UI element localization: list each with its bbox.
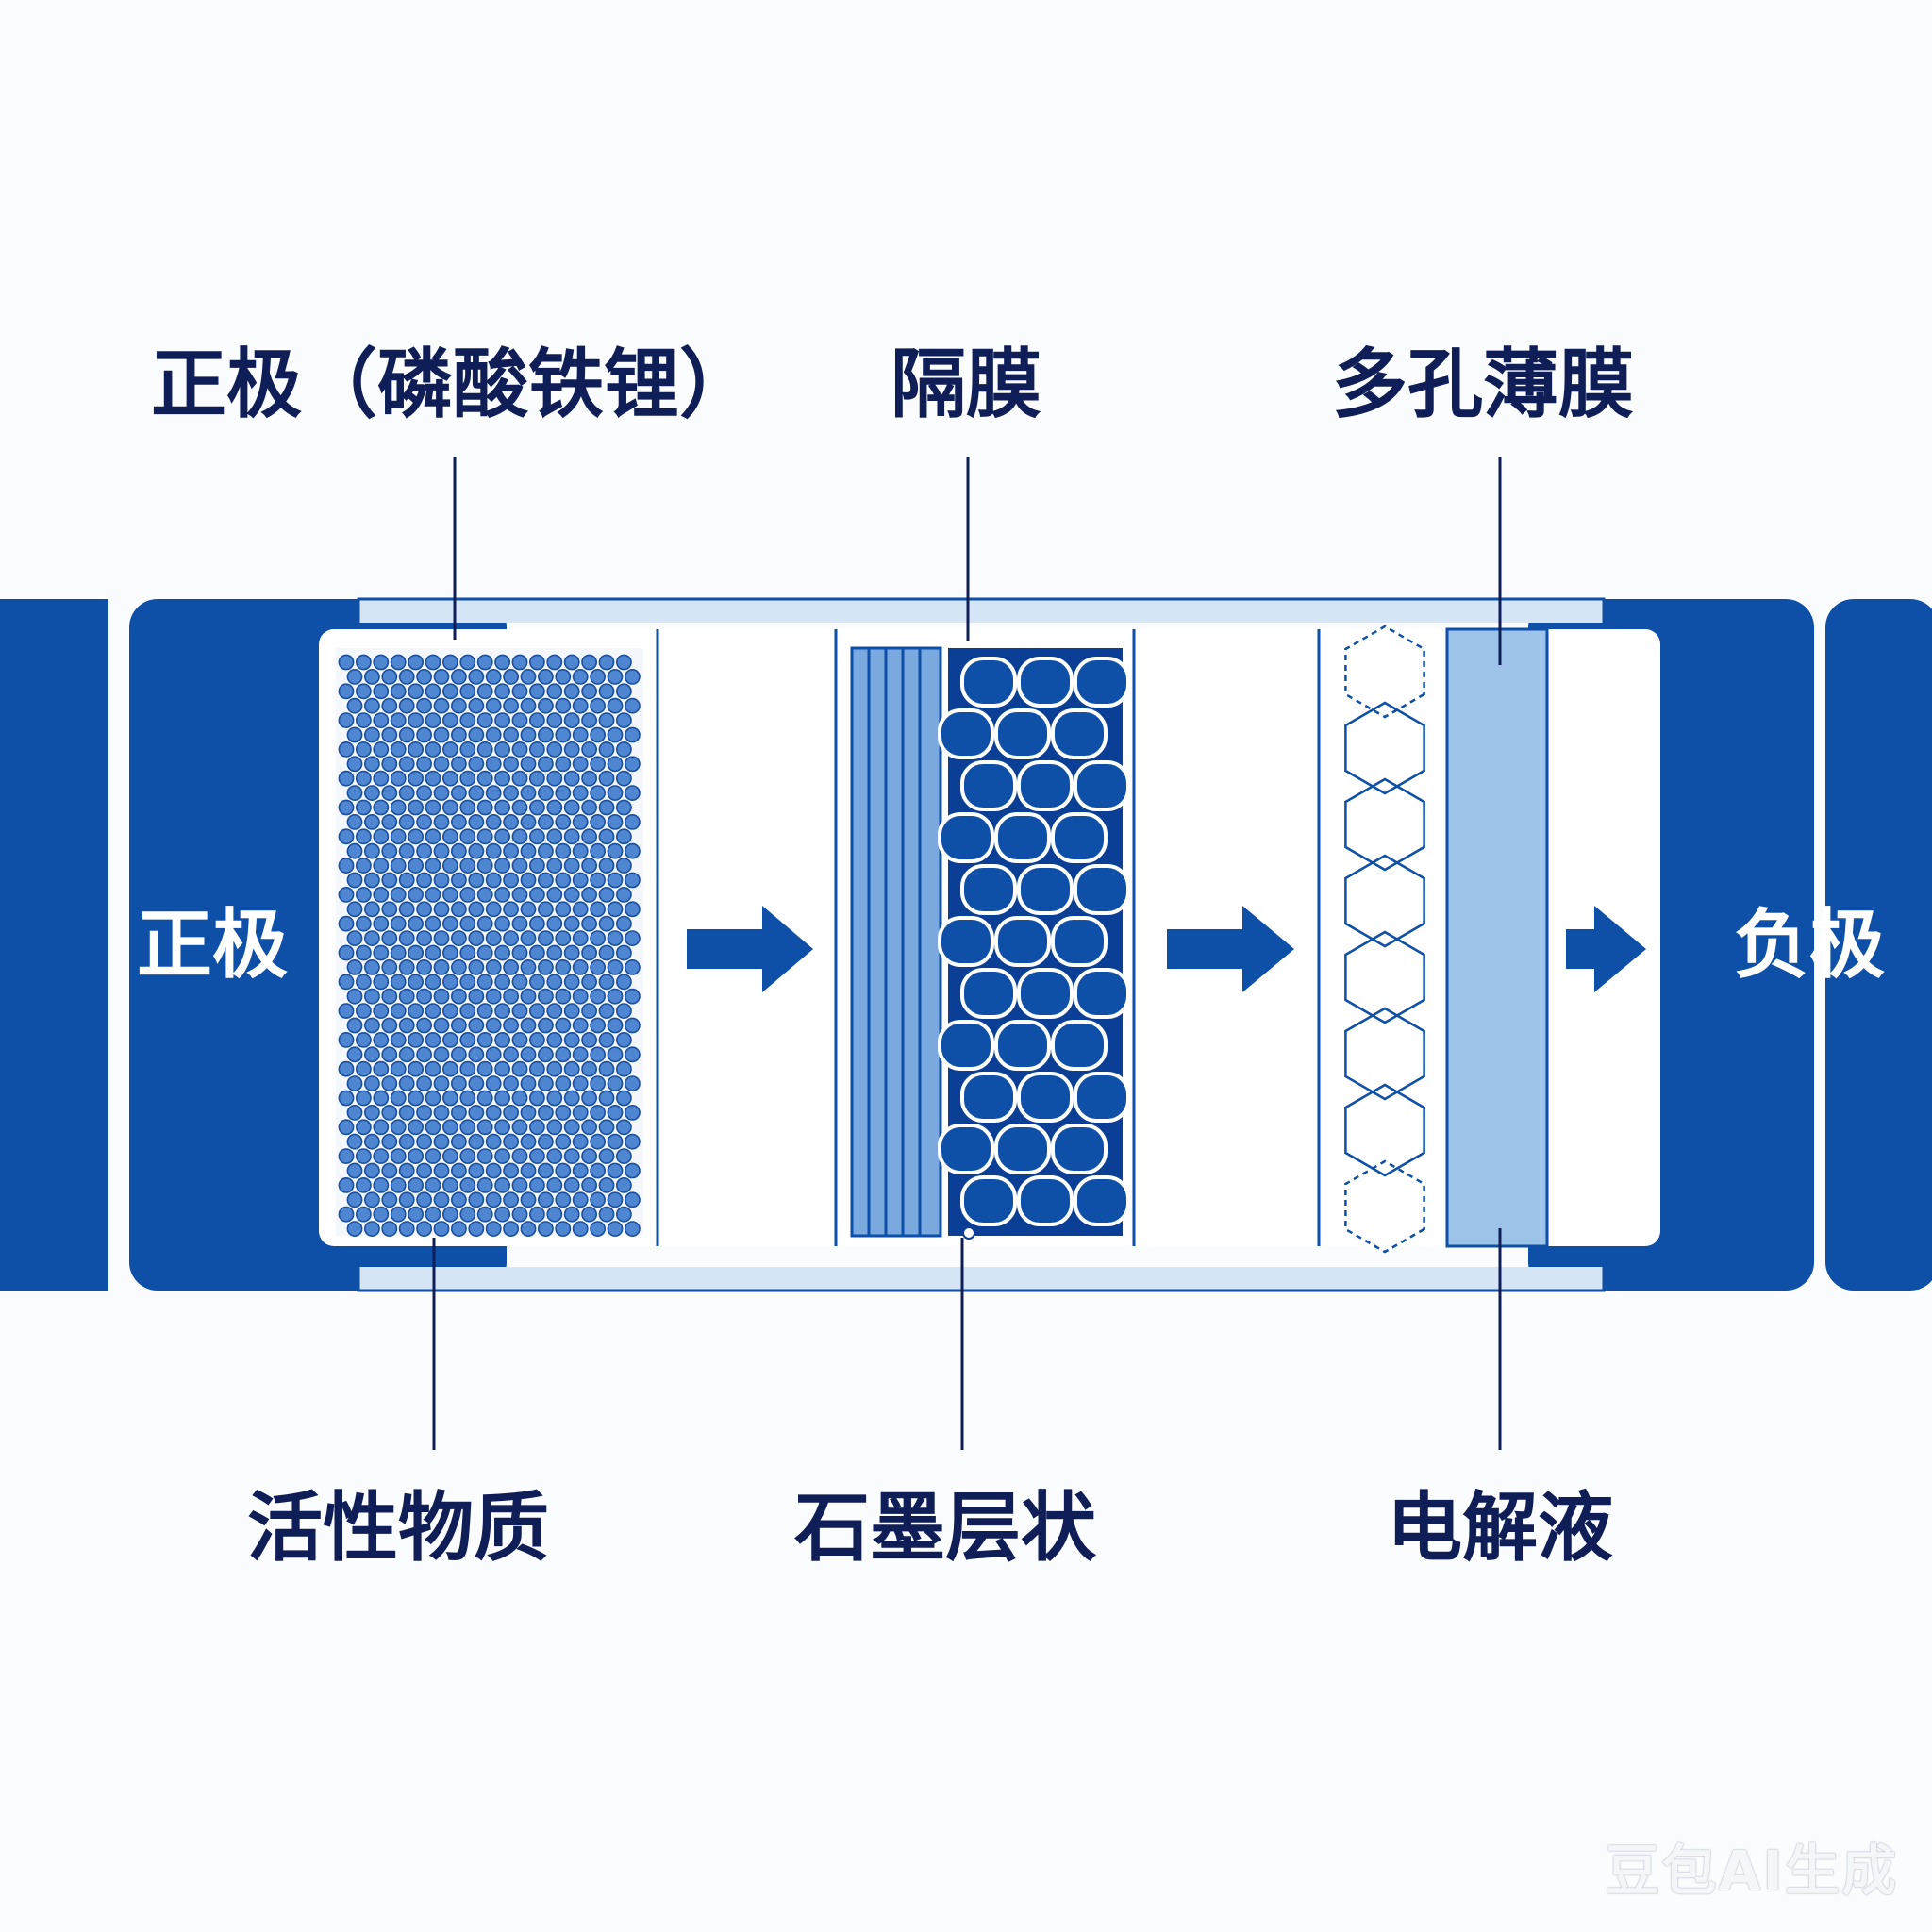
electrolyte-label: 电解液 bbox=[1387, 1484, 1613, 1572]
anode-side-label: 负极 bbox=[1734, 901, 1885, 989]
porous-film-label: 多孔薄膜 bbox=[1332, 341, 1634, 428]
active-material-particles bbox=[338, 654, 641, 1237]
separator-label: 隔膜 bbox=[891, 341, 1041, 428]
cathode-lfp-label: 正极（磷酸铁锂） bbox=[151, 341, 755, 428]
ai-watermark: 豆包AI生成 bbox=[1605, 1839, 1898, 1903]
flow-arrow-1 bbox=[687, 906, 813, 992]
casing-top-rail bbox=[358, 599, 1604, 623]
graphite-layer-label: 石墨层状 bbox=[794, 1484, 1096, 1572]
left-terminal-bar bbox=[0, 599, 108, 1291]
flow-arrow-3 bbox=[1566, 906, 1646, 992]
graphite-layers bbox=[938, 657, 1130, 1226]
casing-bottom-rail bbox=[358, 1267, 1604, 1291]
flow-arrow-2 bbox=[1167, 906, 1294, 992]
separator-stripes bbox=[850, 646, 942, 1238]
cathode-side-label: 正极 bbox=[137, 901, 288, 989]
porous-film-hexagons bbox=[1344, 625, 1425, 1254]
right-terminal-bar bbox=[1825, 599, 1932, 1291]
electrolyte-block bbox=[1445, 627, 1549, 1248]
graphite-dot bbox=[962, 1226, 975, 1240]
active-material-label: 活性物质 bbox=[247, 1484, 549, 1572]
leader-lines bbox=[432, 457, 1502, 1450]
